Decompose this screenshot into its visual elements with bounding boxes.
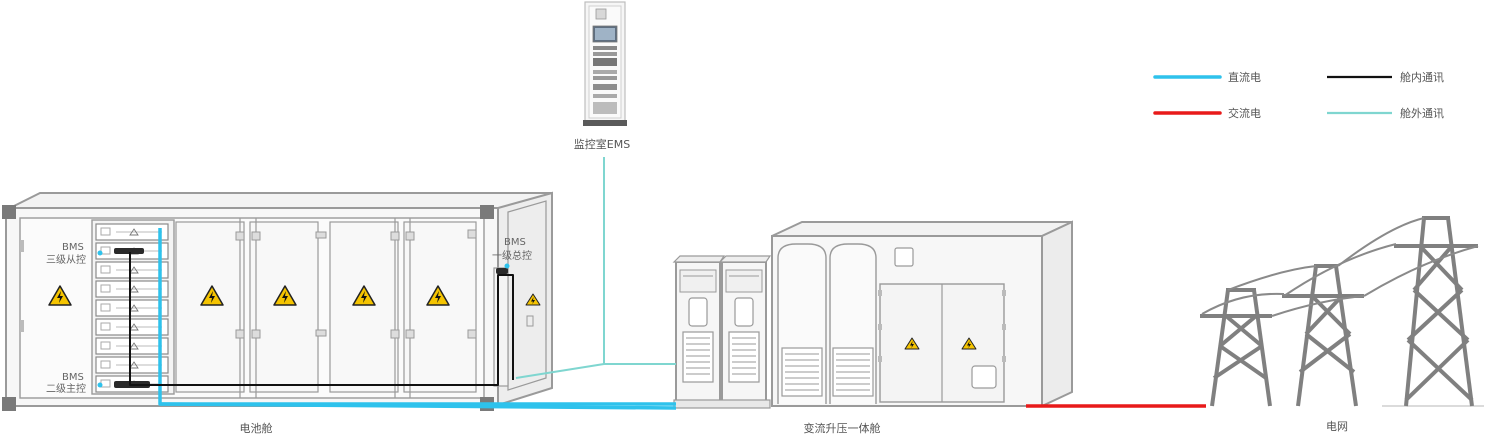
vent-louvres (683, 275, 870, 391)
bms-slave-unit (114, 248, 144, 254)
battery-cabin-label: 电池舱 (240, 421, 273, 435)
external-comm-line (603, 157, 676, 365)
dc-line (159, 402, 677, 410)
legend: 直流电 舱内通讯 交流电 舱外通讯 (1153, 70, 1444, 120)
dc-terminal (504, 263, 510, 269)
internal-comm-line (129, 252, 514, 386)
legend-label-ac: 交流电 (1228, 106, 1261, 120)
dc-terminal (97, 250, 103, 256)
bms-general-label-1: BMS (504, 237, 526, 248)
power-cables (1201, 217, 1479, 317)
power-transmission-tower-icon (1200, 216, 1478, 407)
legend-label-internal-comm: 舱内通讯 (1400, 70, 1444, 84)
external-comm-line (515, 363, 605, 379)
bms-slave-label-1: BMS (62, 242, 84, 253)
bms-master-label-2: 二级主控 (46, 382, 86, 395)
bms-slave-label-2: 三级从控 (46, 253, 86, 266)
ems-label: 监控室EMS (574, 137, 630, 151)
bms-general-label-2: 一级总控 (492, 249, 532, 262)
legend-label-dc: 直流电 (1228, 70, 1261, 84)
legend-label-external-comm: 舱外通讯 (1400, 106, 1444, 120)
dc-terminal (97, 382, 103, 388)
battery-cabin (2, 191, 553, 411)
bms-general-unit (496, 268, 508, 274)
grid-label: 电网 (1326, 420, 1348, 433)
bms-master-label-1: BMS (62, 372, 84, 383)
pcs-transformer-cabin (672, 220, 1073, 409)
pcs-cabin-label: 变流升压一体舱 (804, 421, 881, 435)
ems-cabinet (583, 1, 627, 126)
